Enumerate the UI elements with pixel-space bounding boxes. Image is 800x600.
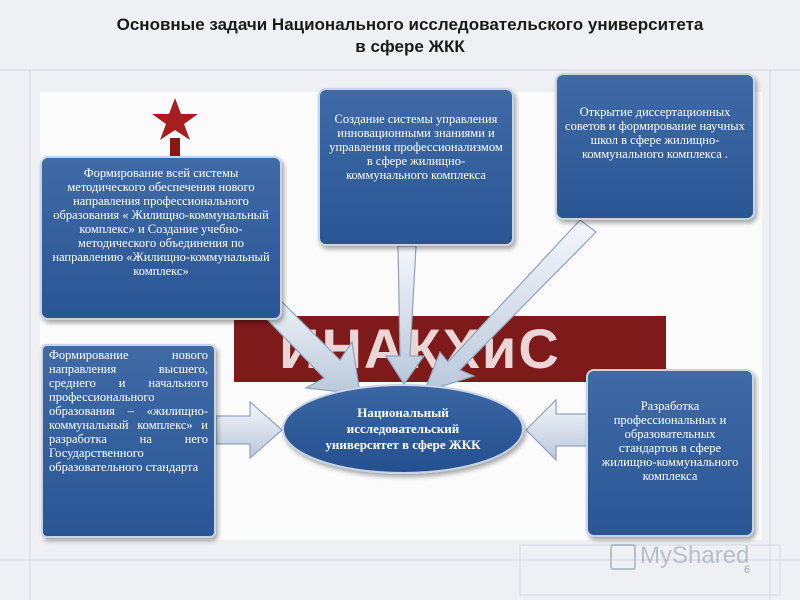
arrow-left [215, 400, 283, 460]
watermark-icon [610, 543, 636, 570]
title-line-1: Основные задачи Национального исследоват… [116, 15, 704, 34]
box-left: Формирование нового направления высшего,… [41, 344, 216, 538]
box-right-text: Разработка профессиональных и образовате… [601, 399, 739, 483]
center-ellipse: Национальный исследовательский университ… [282, 384, 524, 474]
watermark-text: MyShared [640, 542, 750, 569]
title-line-2: в сфере ЖКК [355, 37, 465, 56]
box-right: Разработка профессиональных и образовате… [586, 369, 754, 537]
star-icon [152, 98, 198, 168]
watermark: MyShared [610, 542, 749, 570]
box-left-text: Формирование нового направления высшего,… [49, 348, 208, 474]
box-top-left-text: Формирование всей системы методического … [52, 166, 270, 278]
box-top-left: Формирование всей системы методического … [40, 156, 282, 320]
box-top-right-text: Открытие диссертационных советов и форми… [565, 105, 745, 161]
arrow-right [525, 398, 591, 462]
arrow-top-middle [384, 245, 426, 386]
page-number: 6 [744, 564, 751, 576]
center-text: Национальный исследовательский университ… [325, 405, 481, 452]
arrow-top-right [422, 219, 597, 393]
box-top-middle: Создание системы управления инновационны… [318, 88, 514, 246]
box-top-middle-text: Создание системы управления инновационны… [329, 112, 503, 182]
page-title: Основные задачи Национального исследоват… [40, 14, 780, 58]
box-top-right: Открытие диссертационных советов и форми… [555, 73, 755, 220]
